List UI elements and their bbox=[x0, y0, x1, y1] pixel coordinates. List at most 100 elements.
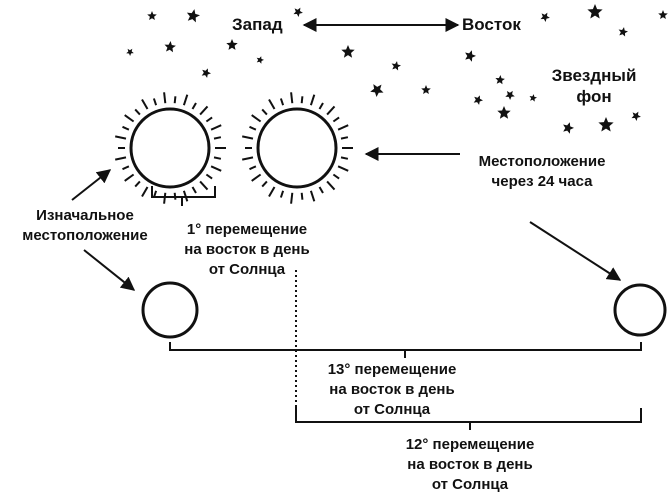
sun-ray bbox=[242, 156, 254, 161]
star-icon bbox=[540, 12, 550, 22]
sun-ray bbox=[115, 156, 127, 161]
sun-ray bbox=[122, 125, 130, 131]
sun-ray bbox=[163, 192, 167, 204]
sun-ray bbox=[268, 186, 276, 198]
sun-ray bbox=[182, 94, 189, 106]
sun-ray bbox=[251, 173, 262, 182]
sun-ray bbox=[340, 136, 349, 140]
sun-ray bbox=[141, 98, 149, 110]
sun-ray bbox=[309, 94, 316, 106]
sun-ray bbox=[163, 92, 167, 104]
shift-13-line3: от Солнца bbox=[354, 401, 431, 418]
moon-after-24h-icon bbox=[613, 283, 667, 337]
shift-13-bracket bbox=[169, 342, 642, 358]
sun-ray bbox=[300, 96, 304, 104]
star-icon bbox=[497, 106, 511, 119]
sun-ray bbox=[191, 186, 197, 194]
shift-13-line1: 13° перемещение bbox=[328, 361, 457, 378]
sun-disk bbox=[129, 107, 211, 189]
star-icon bbox=[293, 7, 303, 17]
initial-position-label-line1: Изначальное bbox=[36, 207, 134, 224]
sun-ray bbox=[191, 102, 197, 110]
sun-shift-bracket bbox=[151, 186, 216, 206]
moon-initial-icon bbox=[141, 281, 199, 339]
sun-ray bbox=[279, 98, 285, 106]
shift-13-line2: на восток в день bbox=[329, 381, 454, 398]
sun-ray bbox=[340, 156, 349, 160]
sun-shift-line2: на восток в день bbox=[184, 241, 309, 258]
sun-ray bbox=[261, 180, 268, 188]
star-icon bbox=[529, 94, 537, 102]
sun-ray bbox=[122, 165, 130, 171]
sun-ray bbox=[326, 180, 336, 191]
sun-ray bbox=[124, 114, 135, 123]
sun-ray bbox=[279, 190, 285, 198]
sun-ray bbox=[261, 108, 268, 116]
sun-ray bbox=[332, 173, 340, 180]
sun-ray bbox=[205, 116, 213, 123]
sun-ray bbox=[249, 165, 257, 171]
sun-ray bbox=[326, 105, 336, 116]
shift-12-line2: на восток в день bbox=[407, 456, 532, 473]
star-icon bbox=[618, 27, 628, 37]
sun-ray bbox=[318, 102, 324, 110]
sun-ray bbox=[318, 186, 324, 194]
shift-12-bracket bbox=[295, 406, 642, 430]
sun-ray bbox=[268, 98, 276, 110]
sun-ray bbox=[210, 165, 222, 172]
star-icon bbox=[465, 50, 476, 62]
sun-ray bbox=[249, 125, 257, 131]
star-icon bbox=[201, 68, 211, 78]
sun-ray bbox=[242, 135, 254, 140]
sun-initial-icon bbox=[115, 92, 226, 204]
sun-shift-line1: 1° перемещение bbox=[187, 221, 307, 238]
position-24h-label-line2: через 24 часа bbox=[492, 173, 594, 190]
sun-shift-line3: от Солнца bbox=[209, 261, 286, 278]
east-label: Восток bbox=[462, 15, 521, 34]
sun-ray bbox=[134, 180, 141, 188]
sun-ray bbox=[152, 98, 158, 106]
sun-disk bbox=[256, 107, 338, 189]
star-icon bbox=[370, 84, 384, 97]
star-icon bbox=[147, 11, 157, 20]
star-icon bbox=[226, 39, 238, 50]
sun-ray bbox=[134, 108, 141, 116]
position-24h-to-moon-arrow bbox=[529, 221, 622, 281]
west-label: Запад bbox=[232, 15, 283, 34]
sun-ray bbox=[205, 173, 213, 180]
star-icon bbox=[473, 95, 483, 105]
star-icon bbox=[505, 90, 515, 100]
star-background-label-line2: фон bbox=[576, 87, 611, 106]
sun-ray bbox=[300, 192, 304, 200]
star-icon bbox=[256, 56, 264, 64]
star-icon bbox=[126, 48, 134, 56]
sun-ray bbox=[210, 124, 222, 131]
star-icon bbox=[164, 41, 176, 53]
star-icon bbox=[587, 4, 603, 19]
star-icon bbox=[658, 10, 668, 19]
sun-ray bbox=[213, 136, 222, 140]
sun-ray bbox=[290, 192, 294, 204]
initial-to-moon-arrow bbox=[83, 249, 136, 291]
star-icon bbox=[341, 45, 355, 58]
sun-ray bbox=[124, 173, 135, 182]
position-24h-label-line1: Местоположение bbox=[479, 153, 606, 170]
star-icon bbox=[391, 61, 401, 71]
star-background-label-line1: Звездный bbox=[552, 66, 637, 85]
shift-12-line1: 12° перемещение bbox=[406, 436, 535, 453]
sun-ray bbox=[213, 156, 222, 160]
shift-12-line3: от Солнца bbox=[432, 476, 509, 493]
sun-ray bbox=[337, 165, 349, 172]
star-icon bbox=[631, 111, 641, 121]
sun-ray bbox=[115, 135, 127, 140]
star-icon bbox=[495, 75, 505, 85]
star-icon bbox=[421, 85, 431, 94]
sun-ray bbox=[290, 92, 294, 104]
star-icon bbox=[186, 9, 200, 23]
sun-ray bbox=[199, 180, 209, 191]
sun-ray bbox=[199, 105, 209, 116]
sun-ray bbox=[141, 186, 149, 198]
sun-ray bbox=[251, 114, 262, 123]
star-field bbox=[126, 4, 668, 134]
